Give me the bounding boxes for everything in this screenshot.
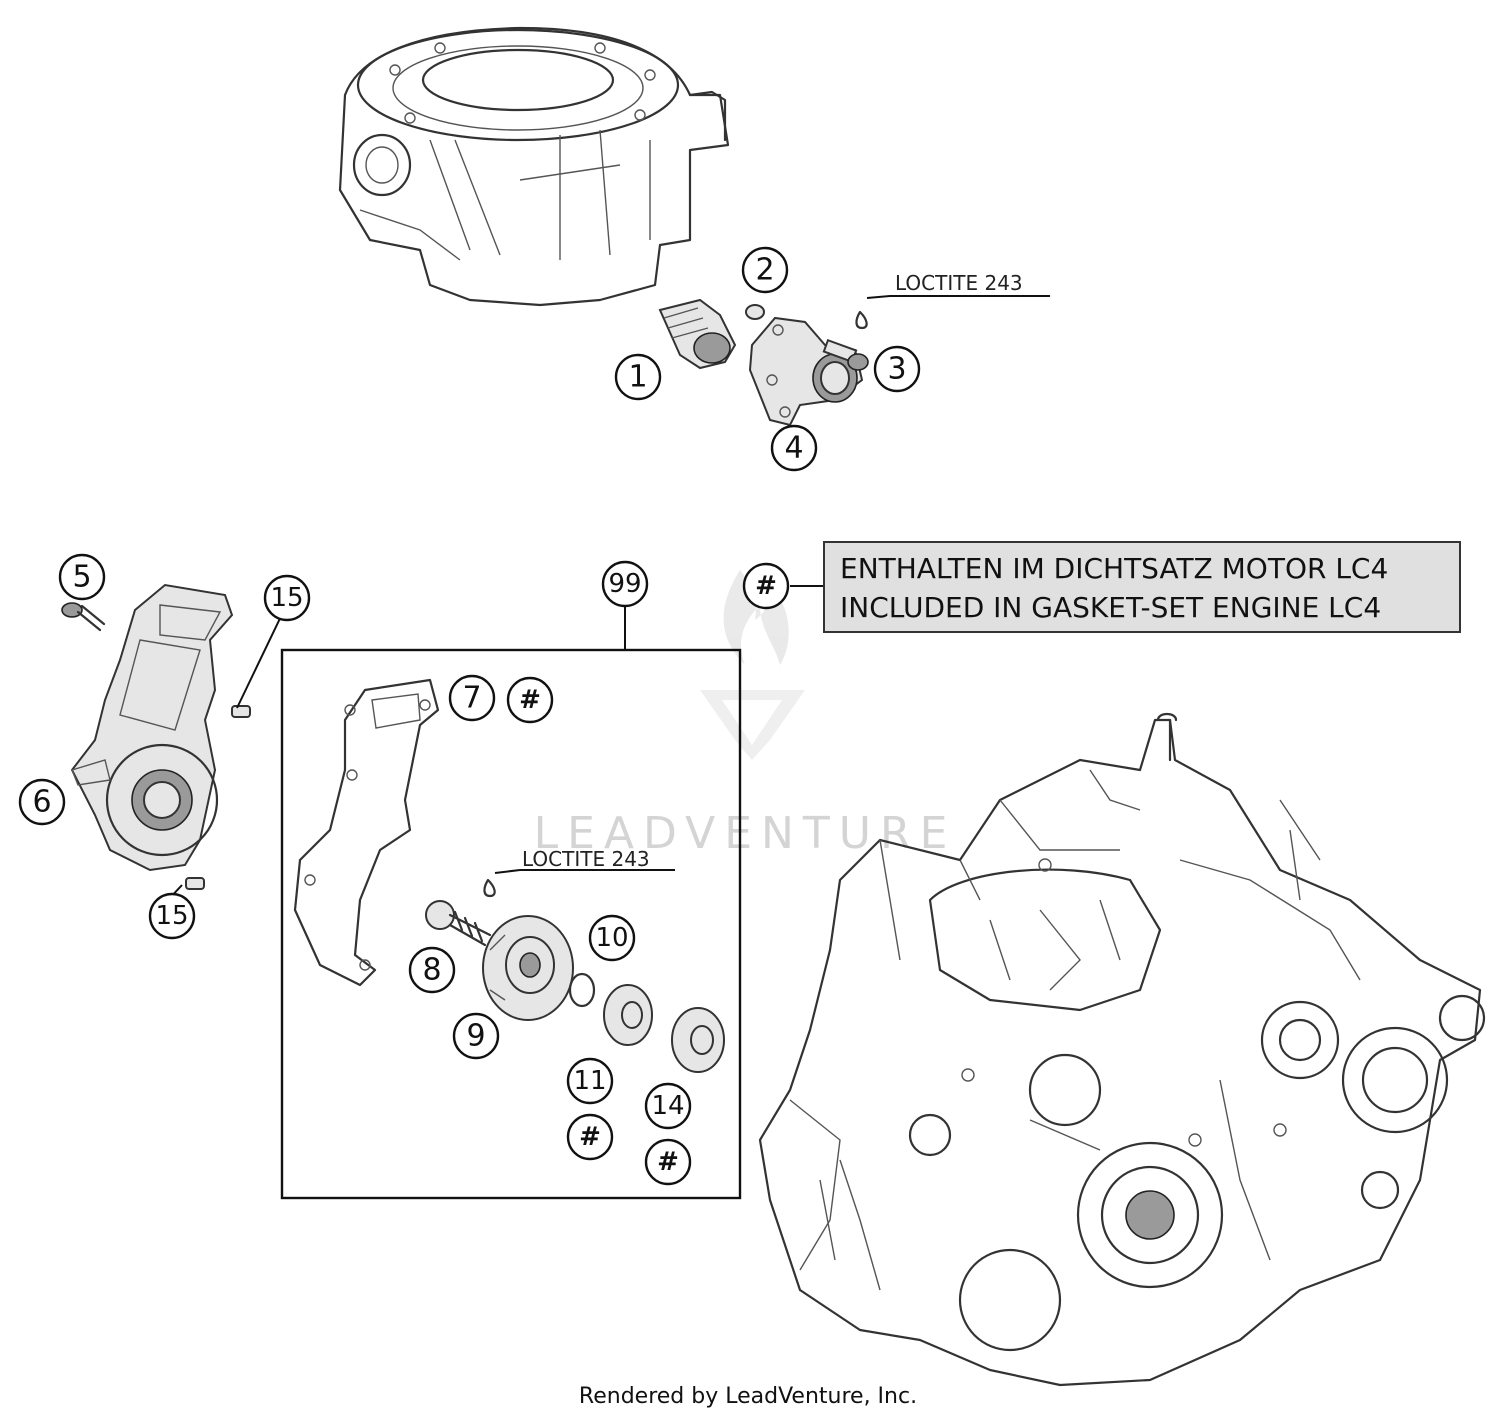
legend-line-german: ENTHALTEN IM DICHTSATZ MOTOR LC4 [840, 552, 1388, 585]
loctite-drop-icon [855, 310, 868, 330]
svg-text:14: 14 [651, 1091, 684, 1121]
svg-text:#: # [519, 685, 541, 715]
legend-line-english: INCLUDED IN GASKET-SET ENGINE LC4 [840, 591, 1381, 624]
legend-hash-symbol: # [742, 562, 790, 610]
svg-text:7: 7 [462, 681, 481, 716]
part-15-pin-upper [231, 705, 251, 718]
callout-2: 2 [741, 246, 789, 294]
callout-14: 14 [644, 1082, 692, 1130]
kit-parts [293, 678, 725, 1073]
callout-7: 7 [448, 674, 496, 722]
callout-11: 11 [566, 1057, 614, 1105]
svg-text:10: 10 [595, 923, 628, 953]
svg-text:#: # [657, 1147, 679, 1177]
callout-4: 4 [770, 424, 818, 472]
part-9-impeller [482, 915, 574, 1021]
callout-15-upper: 15 [263, 574, 311, 622]
part-7-gasket [293, 678, 440, 987]
callout-99: 99 [601, 560, 649, 608]
thermostat-parts [658, 298, 869, 427]
svg-text:15: 15 [270, 583, 303, 613]
svg-text:1: 1 [628, 360, 647, 395]
svg-text:15: 15 [155, 901, 188, 931]
callout-14-hash: # [644, 1138, 692, 1186]
footer-credit: Rendered by LeadVenture, Inc. [579, 1384, 917, 1409]
svg-text:11: 11 [573, 1066, 606, 1096]
part-2-bushing [745, 304, 765, 320]
svg-text:5: 5 [72, 560, 91, 595]
loctite-note-lower: LOCTITE 243 [522, 847, 650, 871]
part-1-thermostat [658, 298, 737, 370]
water-pump-cover-drawing [61, 583, 251, 890]
part-10-seal-ring [568, 972, 596, 1008]
svg-text:2: 2 [755, 253, 774, 288]
callout-3: 3 [873, 345, 921, 393]
part-11-shaft-seal [603, 984, 653, 1046]
part-5-screw [61, 602, 106, 632]
callout-15-lower: 15 [148, 892, 196, 940]
part-8-bolt [425, 900, 492, 947]
part-4-thermostat-housing [748, 316, 864, 427]
callout-10: 10 [588, 914, 636, 962]
loctite-note-upper: LOCTITE 243 [895, 271, 1023, 295]
svg-text:#: # [579, 1122, 601, 1152]
callout-8: 8 [408, 946, 456, 994]
repair-kit-box [280, 648, 742, 1200]
part-14-shaft-seal [671, 1007, 725, 1073]
callout-7-hash: # [506, 676, 554, 724]
crankcase-drawing [758, 712, 1486, 1387]
callout-9: 9 [452, 1012, 500, 1060]
callout-1: 1 [614, 353, 662, 401]
cylinder-drawing [338, 26, 730, 307]
loctite-drop-icon [483, 878, 496, 898]
part-15-pin-lower [185, 877, 205, 890]
svg-text:99: 99 [608, 569, 641, 599]
gasket-set-legend: # ENTHALTEN IM DICHTSATZ MOTOR LC4 INCLU… [742, 541, 1461, 633]
callout-11-hash: # [566, 1113, 614, 1161]
callout-5: 5 [58, 553, 106, 601]
svg-text:6: 6 [32, 785, 51, 820]
svg-text:4: 4 [784, 431, 803, 466]
svg-text:9: 9 [466, 1019, 485, 1054]
callout-6: 6 [18, 778, 66, 826]
part-3-screw [822, 338, 869, 371]
leader-lines [167, 295, 1050, 901]
svg-text:8: 8 [422, 953, 441, 988]
svg-text:3: 3 [887, 352, 906, 387]
svg-text:#: # [755, 571, 777, 601]
